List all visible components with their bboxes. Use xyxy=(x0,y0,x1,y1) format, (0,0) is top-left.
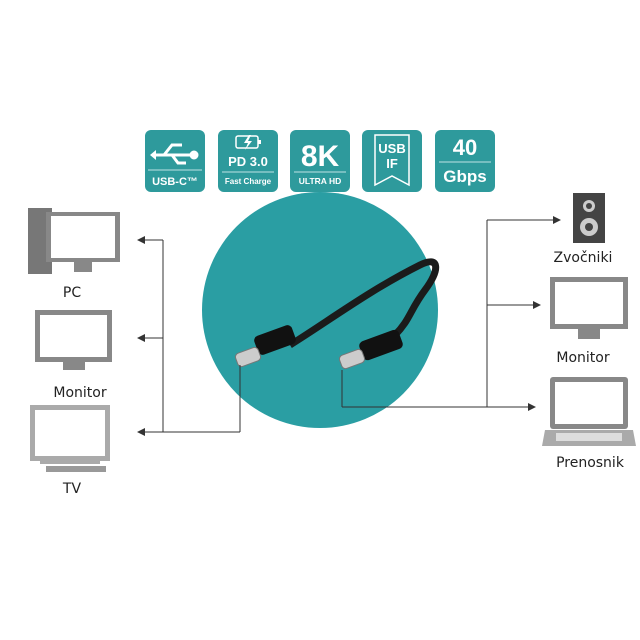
badge-text: IF xyxy=(386,156,398,171)
badge-40gbps: 40 Gbps xyxy=(435,130,495,192)
badge-text: Fast Charge xyxy=(225,177,272,186)
badge-text: USB xyxy=(378,141,405,156)
laptop-icon xyxy=(542,377,636,446)
speaker-icon xyxy=(573,193,605,243)
device-label-monitor: Monitor xyxy=(53,385,106,401)
badge-text: USB-C™ xyxy=(152,176,198,188)
device-label-pc: PC xyxy=(63,285,81,301)
monitor-icon xyxy=(35,310,112,370)
connection-lines xyxy=(137,216,561,436)
usb-c-cable xyxy=(234,258,440,370)
battery-charge-icon xyxy=(235,135,261,150)
badge-text: 40 xyxy=(453,135,477,160)
badge-text: PD 3.0 xyxy=(228,154,268,169)
tv-icon xyxy=(30,405,110,472)
usb-icon xyxy=(152,143,199,165)
badge-usb-if: USB IF xyxy=(362,130,422,192)
badge-text: 8K xyxy=(301,140,340,173)
device-label-prenosnik: Prenosnik xyxy=(556,455,625,471)
pc-icon xyxy=(28,208,120,274)
device-label-zvocniki: Zvočniki xyxy=(554,250,613,266)
badge-8k: 8K ULTRA HD xyxy=(290,130,350,192)
badge-text: Gbps xyxy=(443,167,486,186)
badge-usb-c: USB-C™ xyxy=(145,130,205,192)
device-label-tv: TV xyxy=(62,481,82,497)
device-label-monitor-right: Monitor xyxy=(556,350,609,366)
monitor-icon xyxy=(550,277,628,339)
badge-text: ULTRA HD xyxy=(299,176,342,186)
badge-pd: PD 3.0 Fast Charge xyxy=(218,130,278,192)
product-circle xyxy=(202,192,438,428)
